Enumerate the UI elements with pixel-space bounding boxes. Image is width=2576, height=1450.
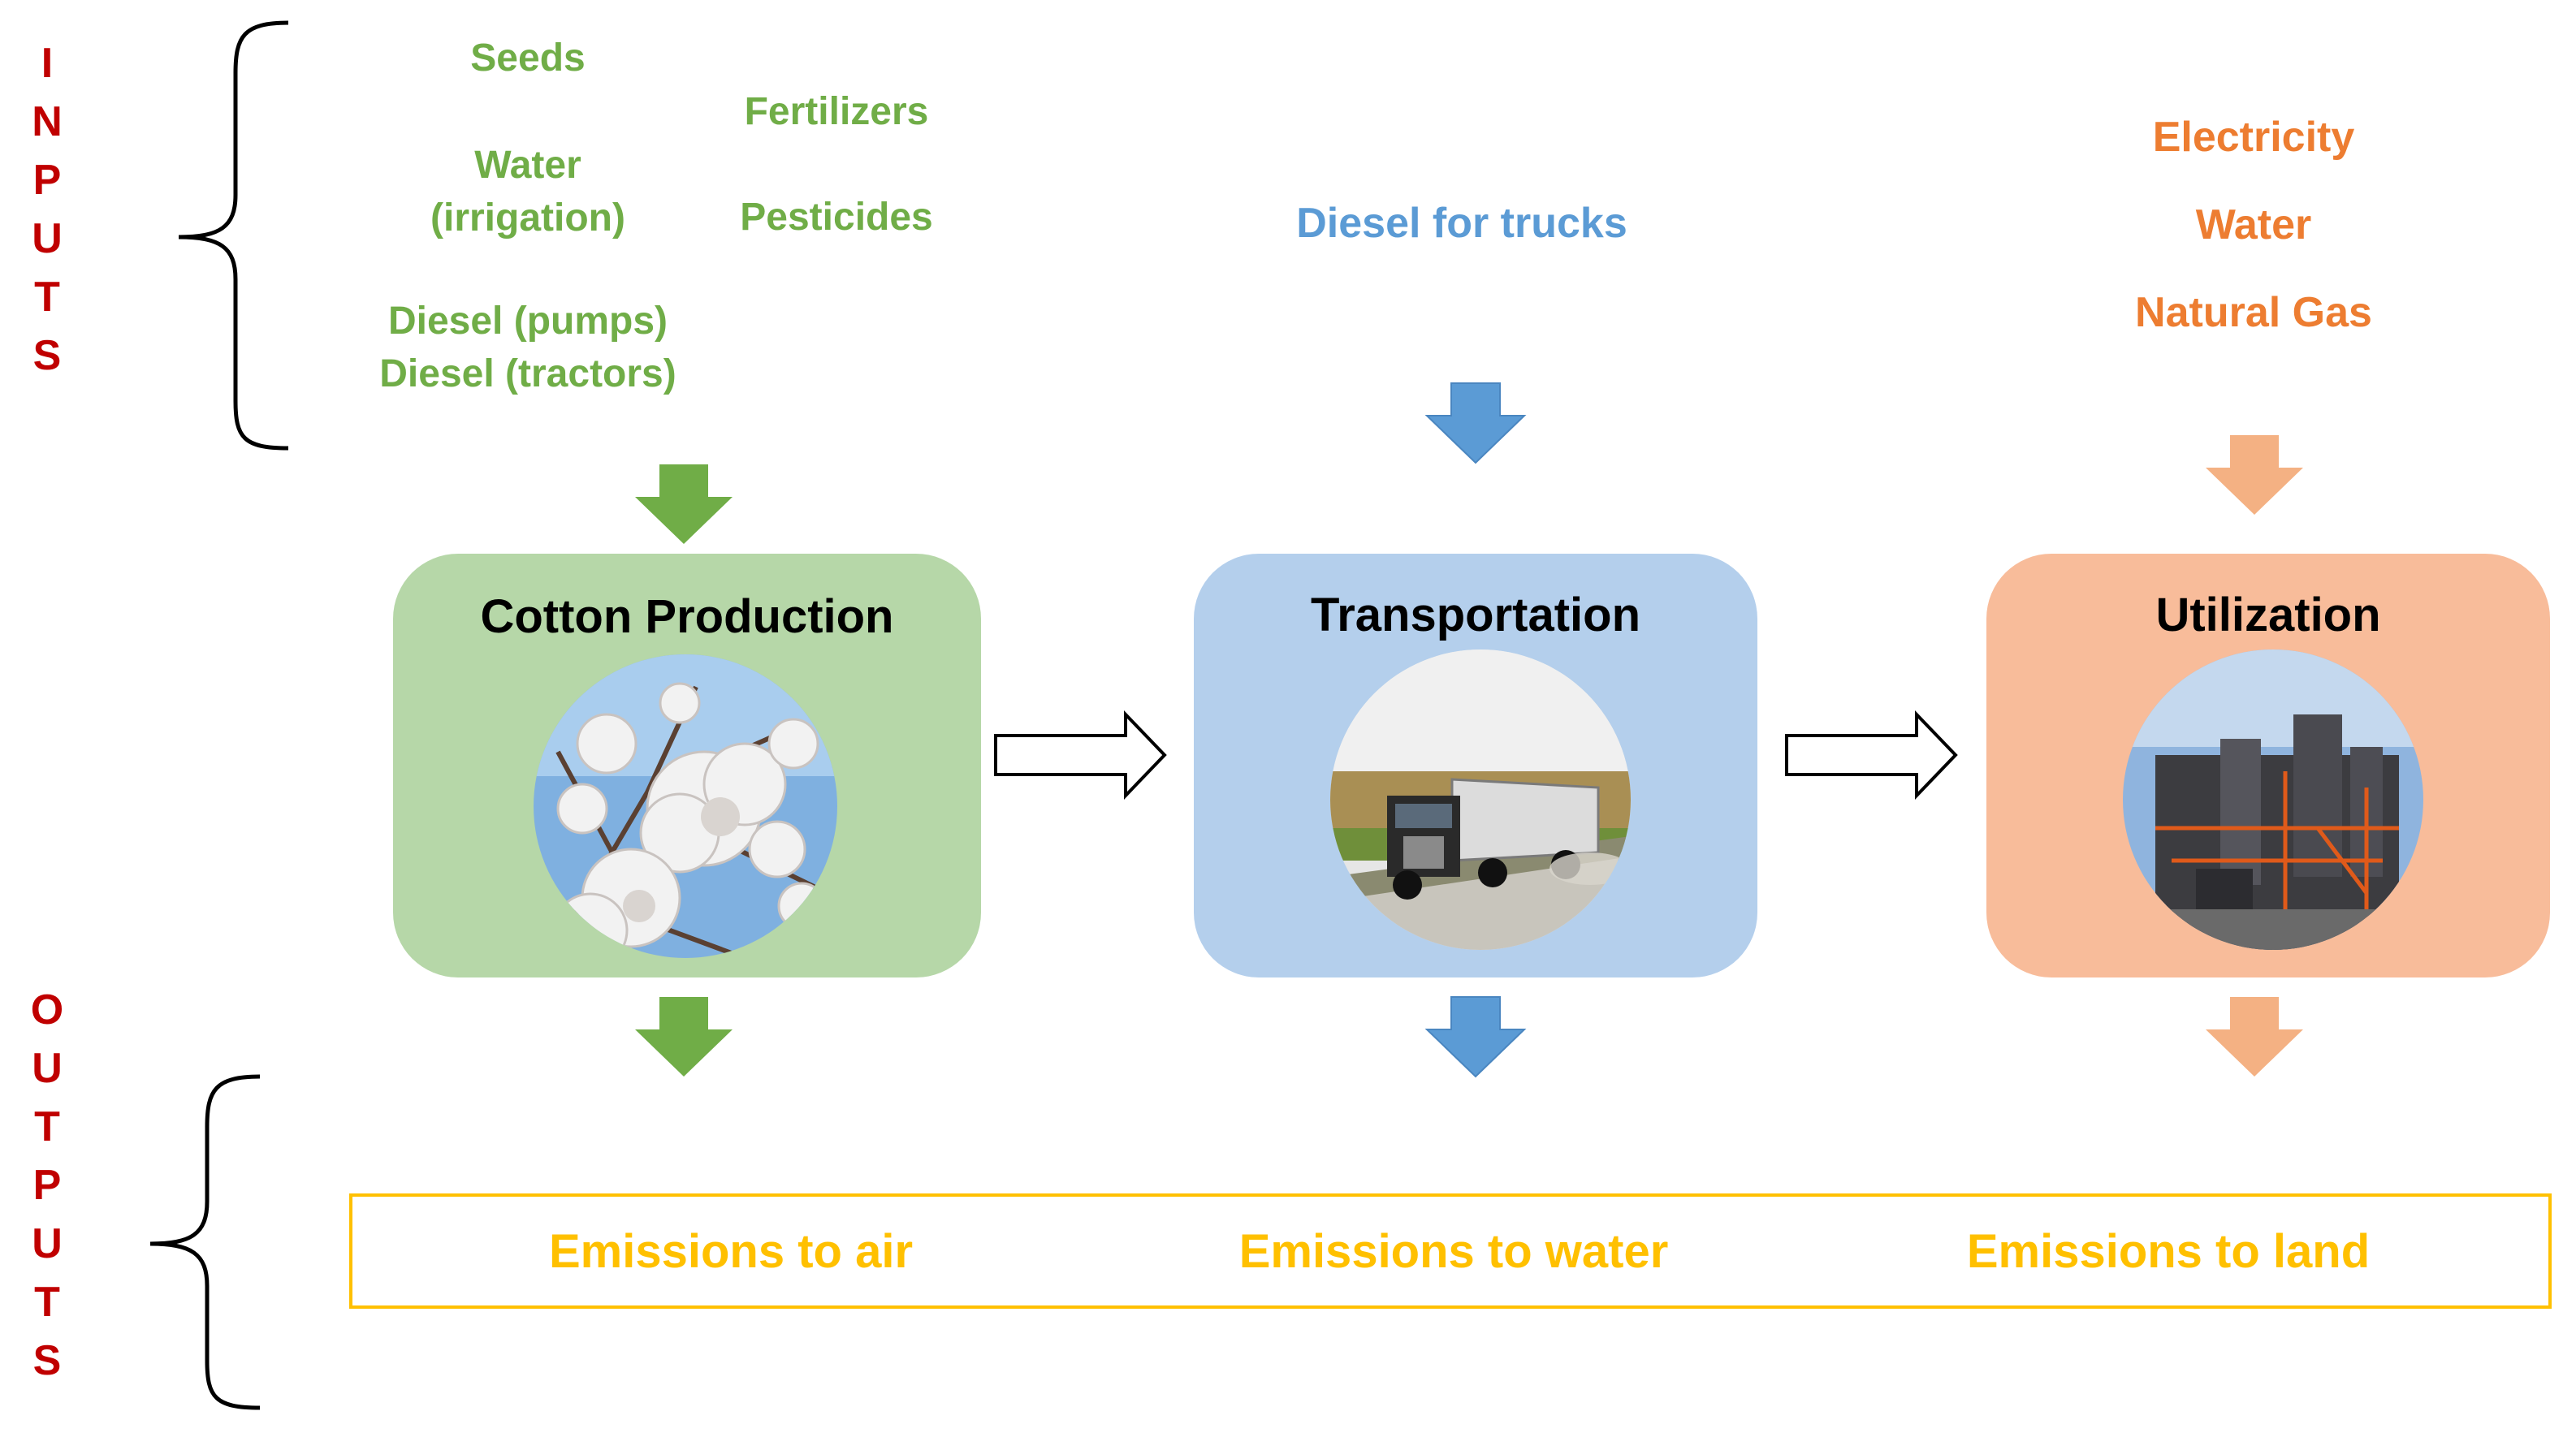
outputs-letter: T [34,1279,60,1326]
inputs-brace [178,20,289,451]
input-water-line2: (irrigation) [430,196,625,240]
down-arrow-icon [635,997,733,1077]
inputs-letter: S [32,332,62,379]
input-diesel: Diesel (pumps) Diesel (tractors) [341,296,715,401]
down-arrow-icon [2206,435,2303,515]
inputs-letter: T [34,274,60,321]
down-arrow-icon [635,464,733,544]
input-water-irrigation: Water (irrigation) [390,140,666,245]
down-arrow-icon [1424,382,1527,464]
outputs-letter: T [34,1103,60,1150]
input-pesticides: Pesticides [740,196,933,239]
stage-transportation: Transportation [1194,554,1757,977]
right-arrow-icon [1785,710,1958,800]
outputs-letter: U [32,1220,63,1267]
input-water-line1: Water [474,144,581,187]
input-seeds: Seeds [470,37,586,80]
input-electricity: Electricity [2152,114,2355,161]
outputs-box [349,1193,2552,1309]
input-water: Water [2195,201,2312,248]
down-arrow-icon [2206,997,2303,1077]
output-emissions-land: Emissions to land [1966,1225,2371,1278]
right-arrow-icon [994,710,1167,800]
outputs-letter: P [32,1162,62,1209]
outputs-brace [149,1074,261,1410]
inputs-letter: I [41,40,54,87]
down-arrow-icon [1424,996,1527,1078]
outputs-letter: U [32,1045,63,1092]
truck-photo [1330,649,1631,950]
cotton-photo [534,654,837,958]
stage-title: Utilization [2155,589,2381,641]
input-diesel-trucks: Diesel for trucks [1296,200,1627,247]
facility-photo [2123,649,2423,950]
inputs-letter: P [32,157,62,204]
stage-title: Transportation [1310,589,1641,641]
input-fertilizers: Fertilizers [744,90,929,133]
input-natural-gas: Natural Gas [2135,289,2372,336]
outputs-letter: O [30,986,64,1034]
outputs-letter: S [32,1337,62,1384]
input-diesel-pumps: Diesel (pumps) [387,300,668,343]
output-emissions-air: Emissions to air [548,1225,914,1278]
stage-cotton-production: Cotton Production [393,554,981,977]
input-diesel-tractors: Diesel (tractors) [379,352,676,395]
inputs-letter: N [32,98,63,145]
stage-title: Cotton Production [480,590,894,643]
output-emissions-water: Emissions to water [1238,1225,1669,1278]
stage-utilization: Utilization [1986,554,2550,977]
inputs-letter: U [32,215,63,262]
